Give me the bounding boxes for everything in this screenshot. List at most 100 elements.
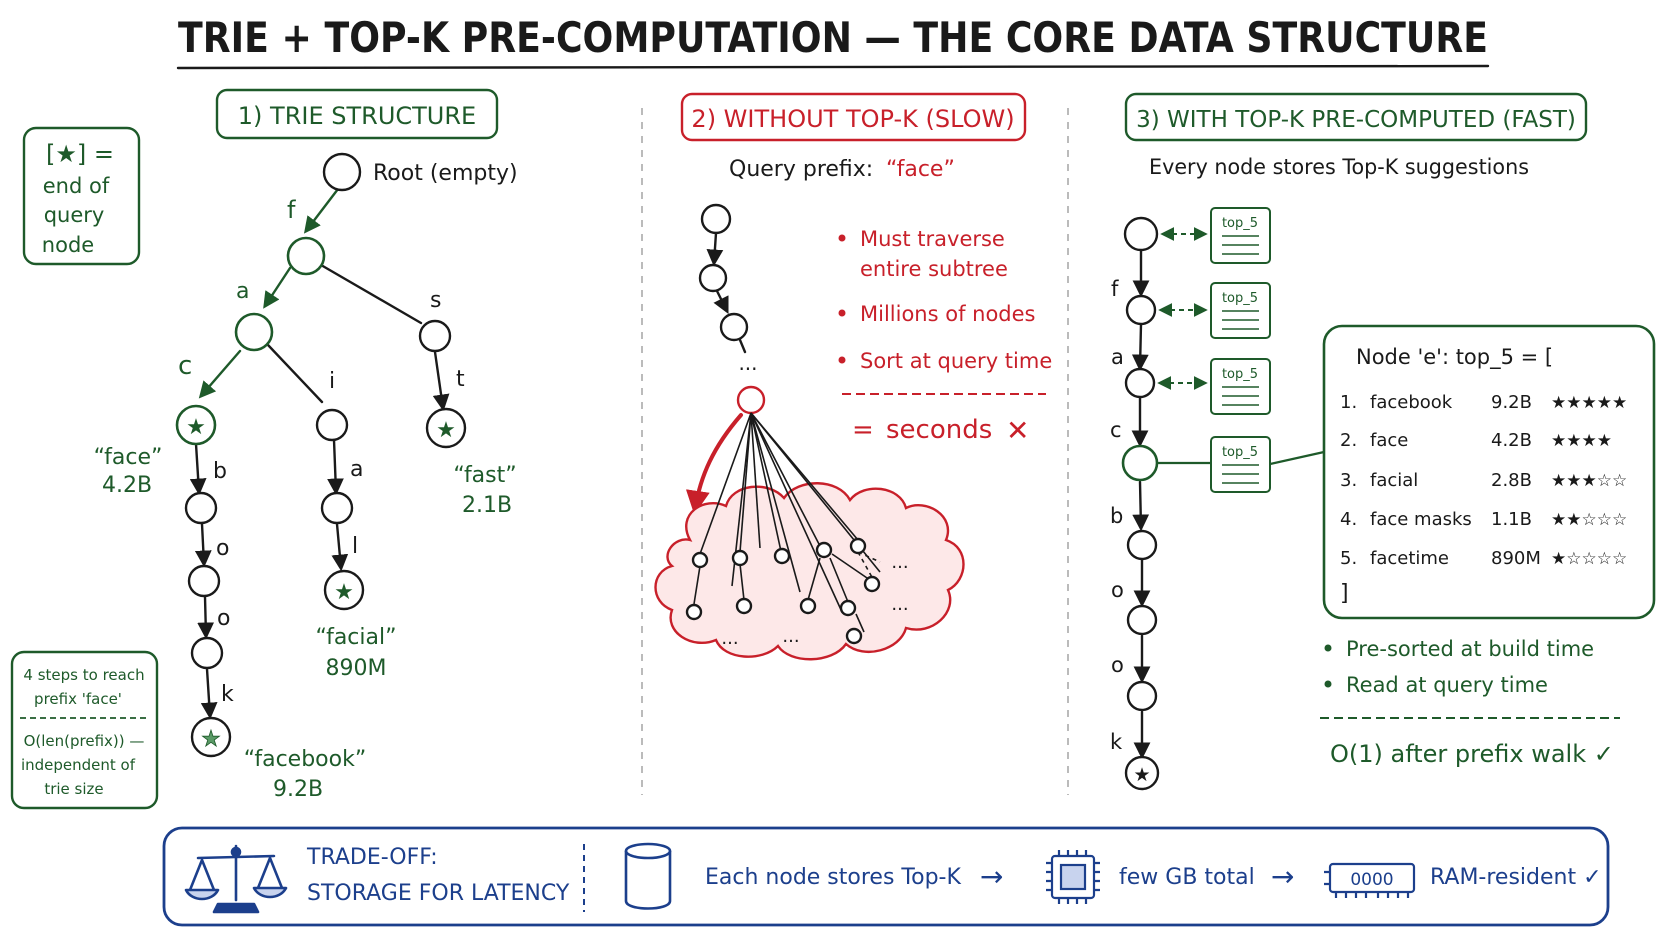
subtree-node xyxy=(839,599,857,617)
panel-without-topk: 2) WITHOUT TOP-K (SLOW) Query prefix: “f… xyxy=(654,92,1052,661)
chain-edge xyxy=(738,338,747,354)
edge-label-s: s xyxy=(430,288,441,313)
row-count: 1.1B xyxy=(1491,509,1532,530)
query-value: “face” xyxy=(886,157,955,182)
count-facebook: 9.2B xyxy=(273,777,323,802)
bullet-read: Read at query time xyxy=(1346,673,1548,697)
trie-node-fs xyxy=(418,319,452,353)
trie-edge-b-o xyxy=(194,522,212,568)
trie-edge-a-l xyxy=(331,522,349,572)
word-face: “face” xyxy=(94,445,163,470)
topk-chip: top_5 xyxy=(1210,436,1271,493)
traverse-arrow xyxy=(685,413,743,515)
arrow-right-icon: → xyxy=(980,860,1003,893)
panel1-heading-box xyxy=(215,88,499,140)
edge-label-b: b xyxy=(213,459,227,484)
subtree-node xyxy=(863,575,881,593)
node-e-topk-box: Node 'e': top_5 = [ 1. facebook 9.2B ★★★… xyxy=(1322,324,1656,620)
topk-chip: top_5 xyxy=(1210,207,1271,264)
legend-line1: [★] = xyxy=(46,140,114,168)
chip-label: top_5 xyxy=(1222,445,1258,460)
cpu-chip-icon xyxy=(1046,850,1100,904)
chain3-label-b: b xyxy=(1110,504,1123,528)
star-icon: ★ xyxy=(201,727,221,752)
tradeoff-footer: TRADE-OFF: STORAGE FOR LATENCY Each node… xyxy=(162,826,1610,927)
edge-label-f: f xyxy=(287,196,296,224)
node-e-close: ] xyxy=(1340,581,1349,606)
trie-node-faceboo xyxy=(190,636,224,670)
trie-edge-f-s xyxy=(319,263,423,325)
panel2-heading-box xyxy=(680,92,1027,142)
page-title: TRIE + TOP-K PRE-COMPUTATION — THE CORE … xyxy=(178,13,1488,62)
steps-line2: prefix 'face' xyxy=(34,690,122,708)
steps-line3: O(len(prefix)) — xyxy=(24,732,145,750)
chain-ellipsis: ... xyxy=(738,351,757,375)
edge-label-a2: a xyxy=(350,457,363,482)
result-seconds: seconds xyxy=(886,415,992,445)
result-cross-icon: ✕ xyxy=(1006,414,1029,447)
trie-edge-f-a xyxy=(263,266,292,309)
row-count: 2.8B xyxy=(1491,470,1532,491)
row-rank: 1. xyxy=(1340,392,1357,413)
trie-edge-s-t xyxy=(432,350,450,412)
chain3-label-c: c xyxy=(1110,418,1122,442)
subtree-node xyxy=(799,597,817,615)
steps-note-box: 4 steps to reach prefix 'face' O(len(pre… xyxy=(10,650,159,810)
cloud-ellipsis: ... xyxy=(891,552,908,573)
chain3-node-root xyxy=(1123,216,1159,252)
steps-line4: independent of xyxy=(21,756,136,774)
ram-module-icon xyxy=(1324,862,1416,898)
trie-edge-i-a xyxy=(327,438,344,496)
fanout-edges xyxy=(699,412,881,613)
edge-label-k: k xyxy=(221,682,234,707)
edge-label-a: a xyxy=(236,279,249,304)
word-facial: “facial” xyxy=(315,625,396,650)
root-label: Root (empty) xyxy=(373,161,518,186)
trie-node-fa xyxy=(234,312,274,352)
panel1-heading: 1) TRIE STRUCTURE xyxy=(238,102,476,130)
topk-chip: top_5 xyxy=(1210,358,1271,415)
row-stars: ★★☆☆☆ xyxy=(1551,510,1627,530)
legend-line4: node xyxy=(42,233,94,257)
chain3-label-f: f xyxy=(1111,277,1119,301)
footer-step3: RAM-resident ✓ xyxy=(1430,865,1602,890)
row-stars: ★★★★★ xyxy=(1551,393,1627,413)
row-rank: 5. xyxy=(1340,548,1357,569)
ram-module-label: 0000 xyxy=(1350,870,1393,890)
steps-line5: trie size xyxy=(44,780,103,798)
trie-node-fast xyxy=(425,407,467,449)
chain3-label-o1: o xyxy=(1111,578,1124,602)
row-rank: 2. xyxy=(1340,430,1357,451)
star-icon: ★ xyxy=(186,415,206,440)
panel-with-topk: 3) WITH TOP-K PRE-COMPUTED (FAST) Every … xyxy=(1110,92,1656,791)
row-rank: 3. xyxy=(1340,470,1357,491)
cloud-ellipsis: ... xyxy=(891,594,908,615)
subtree-node xyxy=(849,537,867,555)
trie-edge-o-k xyxy=(200,667,218,720)
row-term: facetime xyxy=(1370,548,1449,569)
chip-label: top_5 xyxy=(1222,367,1258,382)
chain3-label-o2: o xyxy=(1111,653,1124,677)
trie-node-f xyxy=(286,236,326,276)
trie-node-facebook xyxy=(190,716,232,758)
arrow-right-icon: → xyxy=(1271,860,1294,893)
bullet-dot xyxy=(838,309,846,317)
legend-line2: end of xyxy=(43,174,110,198)
chain-node xyxy=(700,203,732,235)
edge-label-t: t xyxy=(456,367,465,392)
panel3-subtitle: Every node stores Top-K suggestions xyxy=(1149,155,1529,179)
chain3-node-b xyxy=(1126,529,1158,561)
chain3-node-o2 xyxy=(1126,680,1158,712)
cloud-ellipsis: ... xyxy=(782,626,799,647)
chain3-node-k xyxy=(1124,755,1160,791)
trie-node-facebo xyxy=(187,564,221,598)
chip-to-box-link xyxy=(1269,450,1325,466)
subtree-node xyxy=(731,549,749,567)
trie-edge-a-c xyxy=(198,349,242,399)
bullet-millions: Millions of nodes xyxy=(860,302,1036,326)
subtree-node xyxy=(735,597,753,615)
trie-node-fai xyxy=(315,408,349,442)
star-icon: ★ xyxy=(334,580,354,605)
row-term: face xyxy=(1370,430,1408,451)
complexity-note: O(1) after prefix walk ✓ xyxy=(1330,740,1614,768)
